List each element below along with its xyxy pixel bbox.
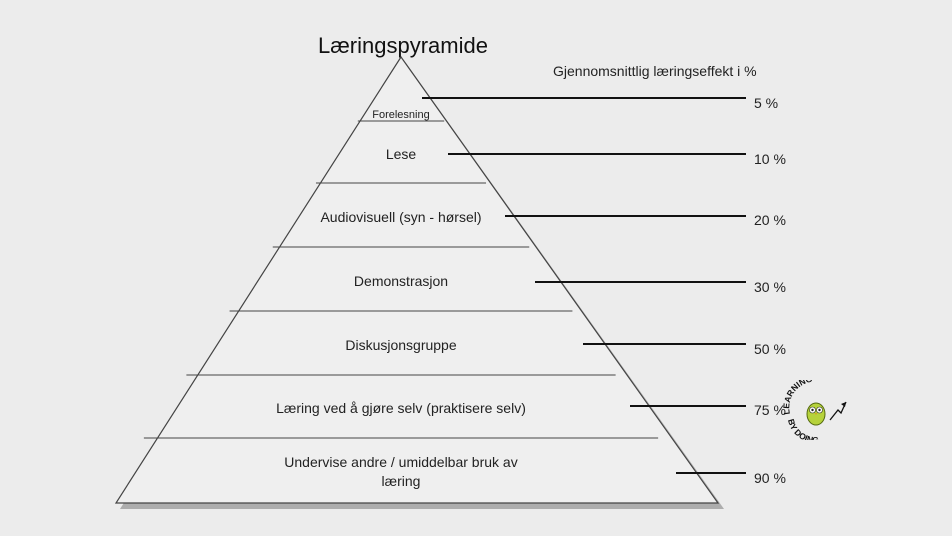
level-label-diskusjonsgruppe: Diskusjonsgruppe	[345, 337, 456, 353]
arrow-icon	[829, 401, 847, 421]
level-label-lese: Lese	[386, 146, 417, 162]
percent-label-30: 30 %	[754, 279, 786, 295]
owl-icon	[806, 402, 826, 426]
level-label-demonstrasjon: Demonstrasjon	[354, 273, 448, 289]
percent-label-10: 10 %	[754, 151, 786, 167]
level-label-praktisere: Læring ved å gjøre selv (praktisere selv…	[276, 400, 526, 416]
percent-label-5: 5 %	[754, 95, 779, 111]
diagram-title: Læringspyramide	[318, 33, 488, 58]
level-label-audiovisuell: Audiovisuell (syn - hørsel)	[320, 209, 481, 225]
percent-label-20: 20 %	[754, 212, 786, 228]
learning-by-doing-logo: LEARNING BY DOING	[781, 380, 847, 440]
pyramid-body	[114, 55, 720, 504]
percent-column-heading: Gjennomsnittlig læringseffekt i %	[553, 63, 757, 79]
percent-label-90: 90 %	[754, 470, 786, 486]
percent-label-50: 50 %	[754, 341, 786, 357]
percent-label-75: 75 %	[754, 402, 786, 418]
level-label-forelesning: Forelesning	[372, 109, 429, 121]
